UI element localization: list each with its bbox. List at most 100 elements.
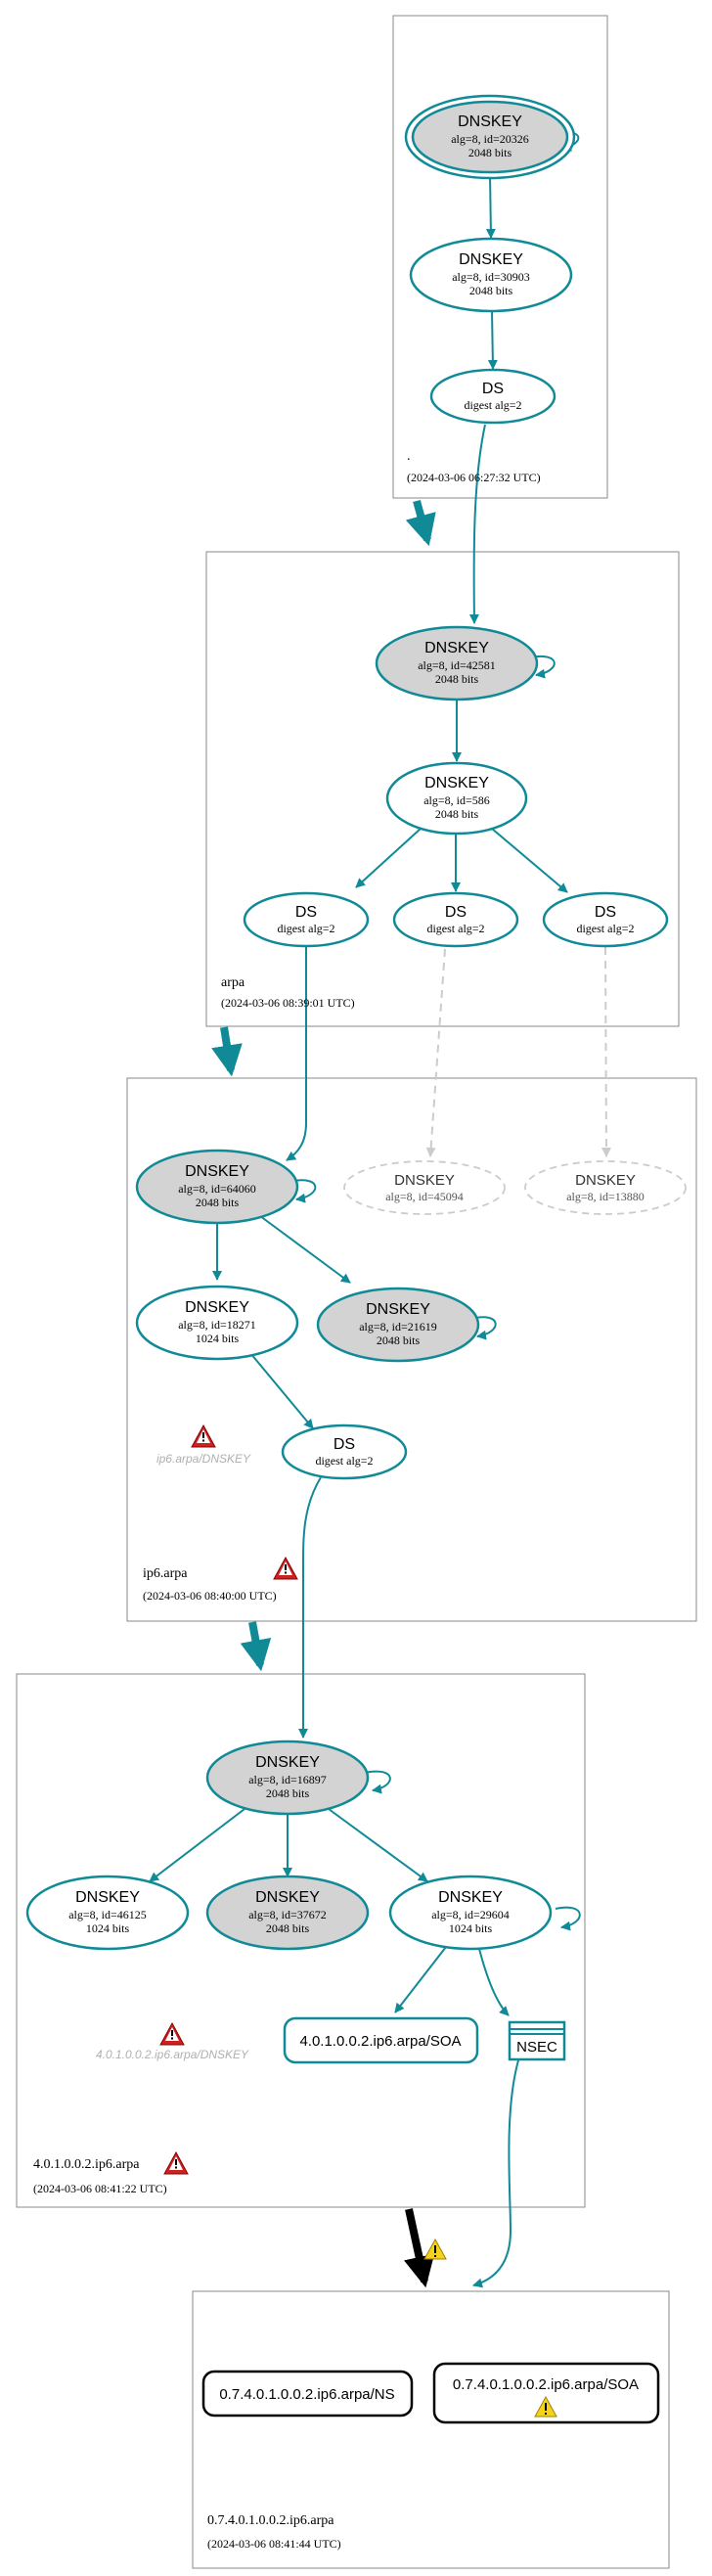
zone-arpa-timestamp: (2024-03-06 08:39:01 UTC) (221, 996, 355, 1010)
edge-root-ds-arpa-ksk (468, 424, 486, 624)
delegation-arpa-ip6 (211, 1026, 243, 1077)
node-title: DNSKEY (185, 1163, 249, 1180)
error-icon[interactable] (163, 2150, 189, 2175)
node-title: DNSKEY (394, 1172, 455, 1189)
node-0740-soa[interactable]: 0.7.4.0.1.0.0.2.ip6.arpa/SOA (432, 2362, 660, 2424)
node-4010-nsec[interactable]: NSEC (508, 2020, 566, 2061)
node-title: DS (595, 904, 616, 921)
edge-root-ksk-zsk (485, 173, 496, 239)
node-title: DNSKEY (459, 251, 523, 268)
node-ip6-missing-45094[interactable]: DNSKEY alg=8, id=45094 (343, 1160, 506, 1215)
zone-arpa-name: arpa (221, 975, 245, 990)
zone-ip6-box (126, 1077, 697, 1622)
node-root-ds[interactable]: DS digest alg=2 (429, 368, 556, 425)
error-icon[interactable] (273, 1556, 298, 1580)
node-title: DS (295, 904, 317, 921)
edge-4010-ksk-k1 (149, 1808, 245, 1882)
node-arpa-ds2[interactable]: DS digest alg=2 (392, 891, 519, 948)
node-root-ksk[interactable]: DNSKEY alg=8, id=20326 2048 bits (404, 94, 576, 180)
node-detail: digest alg=2 (576, 922, 634, 935)
node-arpa-ds1[interactable]: DS digest alg=2 (243, 891, 370, 948)
node-detail: 2048 bits (266, 1921, 310, 1935)
node-detail: 2048 bits (469, 284, 513, 297)
edge-arpa-zsk-ds1 (355, 828, 422, 888)
edge-4010-k3-nsec (478, 1948, 510, 2016)
node-arpa-ksk[interactable]: DNSKEY alg=8, id=42581 2048 bits (375, 625, 539, 701)
self-sign-4010-k3 (555, 1906, 581, 1931)
edge-ip6-zsk-ds (249, 1352, 314, 1429)
node-arpa-ds3[interactable]: DS digest alg=2 (542, 891, 669, 948)
node-detail: 1024 bits (86, 1921, 130, 1935)
node-title: DS (482, 381, 504, 397)
zone-ip6-timestamp: (2024-03-06 08:40:00 UTC) (143, 1589, 277, 1603)
node-4010-k3[interactable]: DNSKEY alg=8, id=29604 1024 bits (388, 1875, 553, 1951)
node-arpa-zsk[interactable]: DNSKEY alg=8, id=586 2048 bits (385, 761, 528, 836)
error-icon[interactable] (159, 2021, 185, 2046)
delegation-ip6-4010 (240, 1621, 272, 1672)
node-0740-ns[interactable]: 0.7.4.0.1.0.0.2.ip6.arpa/NS (201, 2370, 414, 2418)
edge-4010-ksk-k3 (328, 1808, 428, 1882)
node-label: NSEC (516, 2039, 557, 2056)
warning-icon[interactable] (423, 2237, 447, 2260)
node-detail: 1024 bits (196, 1332, 240, 1345)
zone-4010-timestamp: (2024-03-06 08:41:22 UTC) (33, 2182, 167, 2195)
node-ip6-ds[interactable]: DS digest alg=2 (281, 1424, 408, 1480)
edge-arpa-ds3-missing (601, 946, 611, 1157)
zone-root-timestamp: (2024-03-06 06:27:32 UTC) (407, 471, 541, 484)
node-title: DNSKEY (255, 1754, 320, 1771)
node-detail: alg=8, id=45094 (385, 1190, 464, 1203)
node-ip6-ksk[interactable]: DNSKEY alg=8, id=64060 2048 bits (135, 1149, 299, 1225)
node-label: 4.0.1.0.0.2.ip6.arpa/SOA (299, 2033, 461, 2050)
node-title: DS (334, 1436, 355, 1453)
edge-arpa-ds1-ip6-ksk (286, 942, 307, 1161)
node-detail: 2048 bits (196, 1196, 240, 1209)
self-sign-ip6-k2 (469, 1316, 497, 1340)
warning-icon[interactable] (534, 2395, 557, 2418)
node-title: DNSKEY (424, 775, 489, 791)
edge-arpa-zsk-ds3 (491, 828, 568, 893)
node-detail: 1024 bits (449, 1921, 493, 1935)
node-detail: digest alg=2 (464, 398, 521, 412)
node-title: DNSKEY (185, 1299, 249, 1316)
node-detail: digest alg=2 (315, 1454, 373, 1468)
zone-4010-box (16, 1673, 586, 2208)
node-detail: alg=8, id=64060 (178, 1182, 256, 1196)
zone-0740-timestamp: (2024-03-06 08:41:44 UTC) (207, 2537, 341, 2551)
node-detail: alg=8, id=29604 (431, 1908, 510, 1921)
edge-nsec-0740-zone (472, 2059, 519, 2288)
zone-0740-box (192, 2290, 670, 2569)
4010-dnskey-warning-label: 4.0.1.0.0.2.ip6.arpa/DNSKEY (96, 2048, 249, 2061)
zone-root-name: . (407, 449, 411, 464)
zone-arpa-box (205, 551, 680, 1027)
edge-4010-k3-soa (394, 1946, 447, 2013)
node-detail: 2048 bits (435, 807, 479, 821)
delegation-root-arpa (405, 499, 436, 547)
node-title: DNSKEY (255, 1889, 320, 1906)
node-4010-soa[interactable]: 4.0.1.0.0.2.ip6.arpa/SOA (283, 2016, 479, 2064)
self-sign-arpa-ksk (529, 655, 556, 679)
node-4010-k2[interactable]: DNSKEY alg=8, id=37672 2048 bits (205, 1875, 370, 1951)
node-root-zsk[interactable]: DNSKEY alg=8, id=30903 2048 bits (409, 237, 573, 313)
node-ip6-missing-13880[interactable]: DNSKEY alg=8, id=13880 (524, 1160, 687, 1215)
zone-4010-name: 4.0.1.0.0.2.ip6.arpa (33, 2157, 140, 2172)
node-ip6-k2[interactable]: DNSKEY alg=8, id=21619 2048 bits (316, 1287, 480, 1363)
node-detail: alg=8, id=586 (423, 793, 490, 807)
edge-ip6-ksk-k2 (255, 1212, 351, 1284)
node-4010-k1[interactable]: DNSKEY alg=8, id=46125 1024 bits (25, 1875, 190, 1951)
error-icon[interactable] (191, 1424, 216, 1448)
node-detail: digest alg=2 (277, 922, 334, 935)
edge-arpa-ds2-missing (425, 948, 446, 1157)
zone-root-box (392, 15, 608, 499)
node-title: DNSKEY (438, 1889, 503, 1906)
node-title: DS (445, 904, 467, 921)
node-ip6-zsk[interactable]: DNSKEY alg=8, id=18271 1024 bits (135, 1285, 299, 1361)
node-detail: alg=8, id=13880 (566, 1190, 645, 1203)
node-label: 0.7.4.0.1.0.0.2.ip6.arpa/NS (219, 2386, 394, 2403)
self-sign-ip6-ksk (288, 1179, 317, 1203)
node-detail: alg=8, id=21619 (359, 1320, 437, 1333)
node-detail: 2048 bits (377, 1333, 421, 1347)
node-4010-ksk[interactable]: DNSKEY alg=8, id=16897 2048 bits (205, 1740, 370, 1816)
node-title: DNSKEY (424, 640, 489, 656)
node-title: DNSKEY (575, 1172, 636, 1189)
